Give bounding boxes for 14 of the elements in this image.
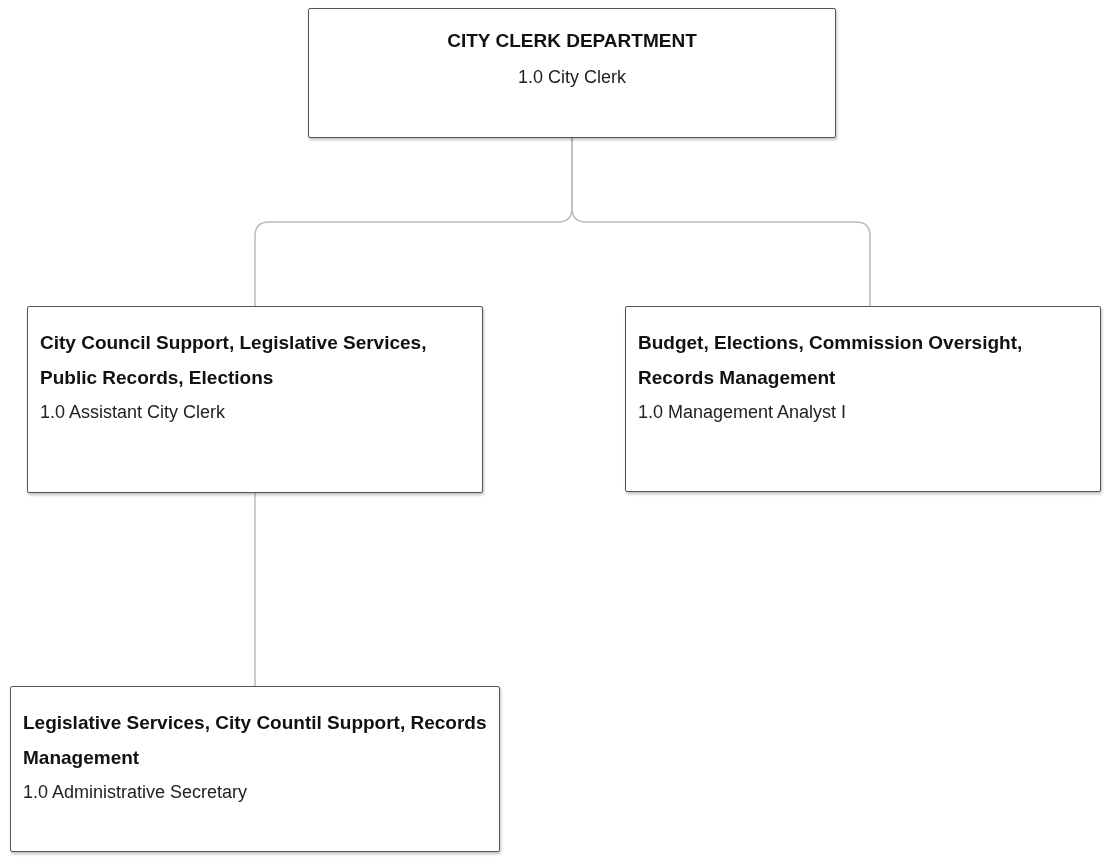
connector-line <box>254 492 256 687</box>
org-box <box>625 306 1101 492</box>
org-box <box>27 306 483 493</box>
unit-title: Budget, Elections, Commission Oversight, Records Management <box>638 332 1023 388</box>
unit-title: CITY CLERK DEPARTMENT <box>447 30 697 51</box>
position-text: 1.0 City Clerk <box>517 66 627 89</box>
position-text: 1.0 Administrative Secretary <box>23 781 249 804</box>
position-text: 1.0 Assistant City Clerk <box>40 401 227 424</box>
unit-title: Legislative Services, City Countil Support, Records Management <box>23 712 487 768</box>
org-box <box>308 8 836 138</box>
connector-line <box>571 137 871 307</box>
org-box <box>10 686 500 852</box>
position-text: 1.0 Management Analyst I <box>638 401 848 424</box>
unit-title: City Council Support, Legislative Services, Public Records, Elections <box>40 332 427 388</box>
